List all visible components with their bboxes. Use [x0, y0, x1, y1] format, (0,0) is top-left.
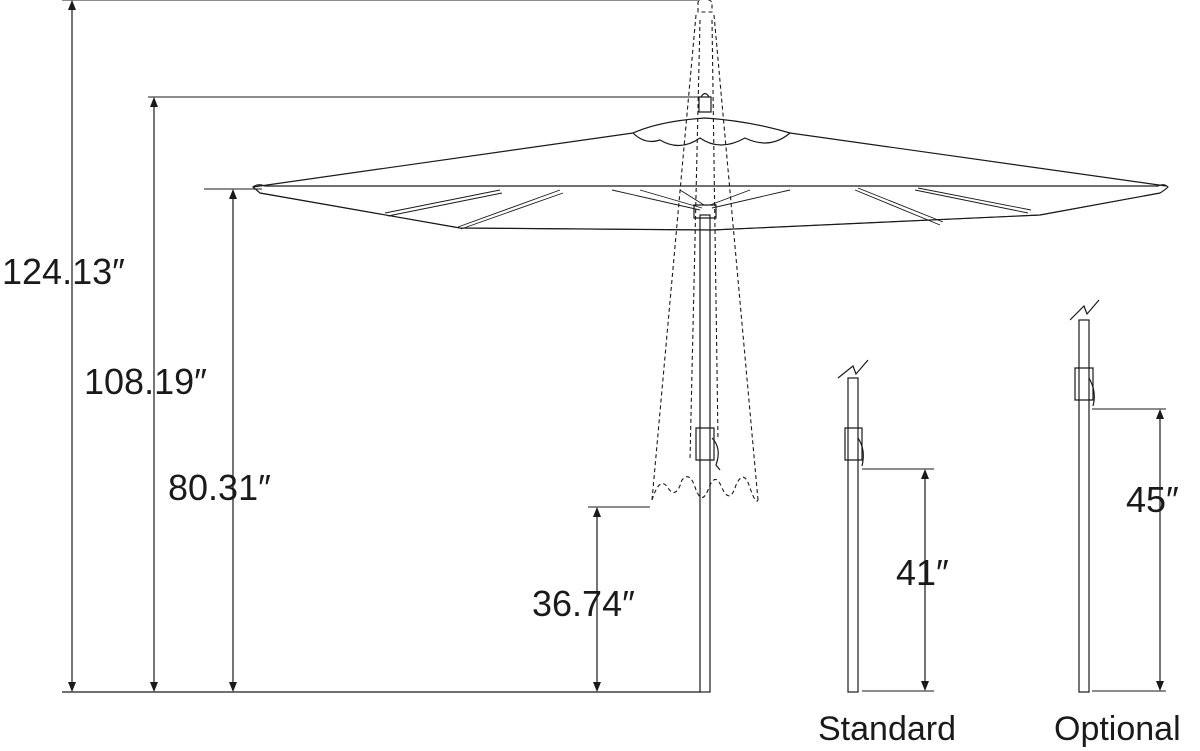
dimension-canopy-clearance: [204, 188, 262, 692]
canopy-ribs: [384, 187, 1032, 230]
umbrella-pole: [699, 214, 711, 693]
canopy: [252, 132, 1167, 188]
standard-crank-label: 41″: [896, 552, 949, 593]
total-height-label: 124.13″: [2, 251, 125, 292]
canopy-top-label: 108.19″: [84, 361, 207, 402]
tilt-clearance-label: 36.74″: [532, 583, 635, 624]
canopy-clearance-label: 80.31″: [168, 467, 271, 508]
dimension-canopy-top: [148, 96, 700, 692]
dimension-total-height: [62, 0, 700, 692]
dimension-tilt-clearance: [588, 506, 650, 692]
tilt-outline: [651, 0, 759, 502]
standard-pole-detail: [837, 359, 934, 693]
umbrella-drawing: [252, 0, 1169, 693]
crank-handle: [695, 427, 721, 471]
optional-label: Optional: [1054, 710, 1181, 748]
vent-cap: [631, 117, 792, 147]
finial: [698, 92, 712, 113]
optional-pole-detail: [1069, 299, 1166, 693]
hub: [693, 204, 717, 219]
optional-crank-label: 45″: [1126, 479, 1179, 520]
standard-label: Standard: [818, 710, 956, 748]
